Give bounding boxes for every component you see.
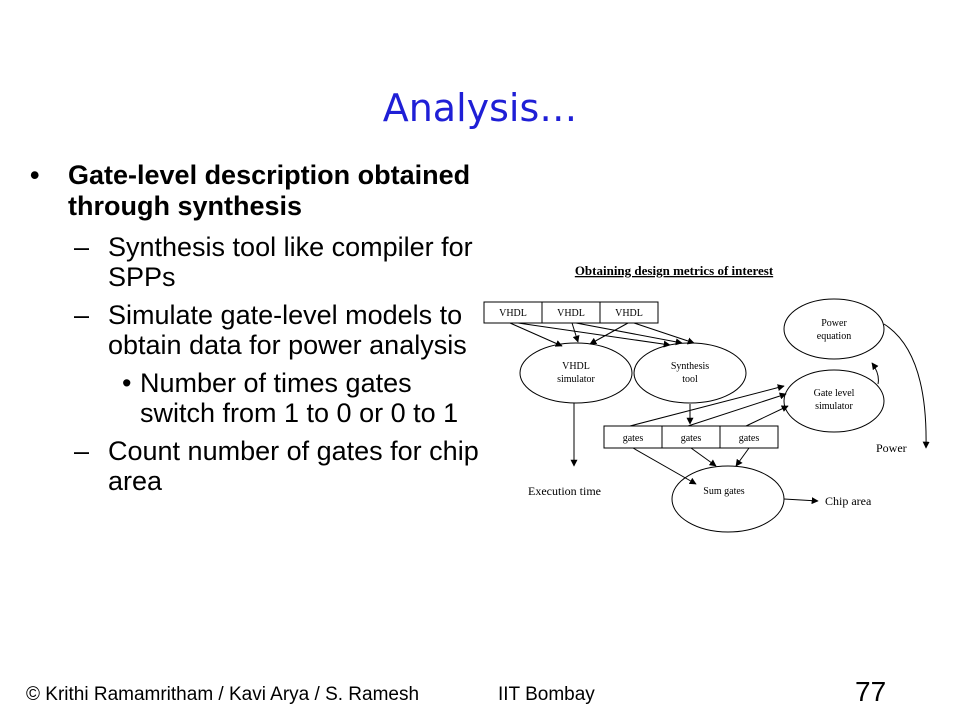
bullet-marker: – xyxy=(74,300,90,330)
design-metrics-diagram: Obtaining design metrics of interest VHD… xyxy=(483,263,930,533)
svg-text:Sum gates: Sum gates xyxy=(703,486,744,497)
svg-text:simulator: simulator xyxy=(815,401,853,412)
chip-area-label: Chip area xyxy=(825,494,872,508)
bullet-marker: • xyxy=(30,160,40,190)
power-label: Power xyxy=(876,441,907,455)
svg-text:Synthesis: Synthesis xyxy=(671,361,709,372)
synthesis-tool-node: Synthesis tool xyxy=(633,342,747,404)
svg-text:tool: tool xyxy=(682,374,698,385)
footer-copyright: © Krithi Ramamritham / Kavi Arya / S. Ra… xyxy=(26,684,420,705)
gate-level-simulator-node: Gate level simulator xyxy=(783,369,885,433)
page-number: 77 xyxy=(855,676,887,707)
footer-institution: IIT Bombay xyxy=(498,684,595,705)
svg-text:equation: equation xyxy=(817,331,851,342)
bullet-item: – Count number of gates for chip area xyxy=(30,436,480,496)
diagram-arrows xyxy=(509,322,930,505)
bullet-item: – Simulate gate-level models to obtain d… xyxy=(30,300,480,360)
svg-text:VHDL: VHDL xyxy=(557,308,585,319)
svg-text:VHDL: VHDL xyxy=(562,361,590,372)
bullet-marker: • xyxy=(122,368,132,398)
bullet-text: Count number of gates for chip area xyxy=(108,436,479,496)
vhdl-box: VHDL xyxy=(599,301,659,324)
bullet-text: Synthesis tool like compiler for SPPs xyxy=(108,232,473,292)
svg-text:gates: gates xyxy=(681,433,702,444)
bullet-marker: – xyxy=(74,232,90,262)
vhdl-box: VHDL xyxy=(541,301,601,324)
bullet-item: – Synthesis tool like compiler for SPPs xyxy=(30,232,480,292)
bullet-text: Number of times gates switch from 1 to 0… xyxy=(140,368,459,428)
slide-title: Analysis… xyxy=(382,86,578,130)
sum-gates-node: Sum gates xyxy=(671,465,785,533)
diagram-title: Obtaining design metrics of interest xyxy=(575,263,774,278)
bullet-item: • Gate-level description obtained throug… xyxy=(30,160,480,222)
bullet-item: • Number of times gates switch from 1 to… xyxy=(30,368,480,428)
svg-text:Gate level: Gate level xyxy=(814,388,855,399)
gates-box: gates xyxy=(603,425,663,449)
bullet-text: Simulate gate-level models to obtain dat… xyxy=(108,300,467,360)
svg-text:VHDL: VHDL xyxy=(615,308,643,319)
svg-text:gates: gates xyxy=(739,433,760,444)
svg-text:gates: gates xyxy=(623,433,644,444)
vhdl-simulator-node: VHDL simulator xyxy=(519,342,633,404)
svg-text:Power: Power xyxy=(821,318,847,329)
svg-text:simulator: simulator xyxy=(557,374,595,385)
svg-text:VHDL: VHDL xyxy=(499,308,527,319)
power-equation-node: Power equation xyxy=(783,298,885,360)
execution-time-label: Execution time xyxy=(528,484,601,498)
bullet-marker: – xyxy=(74,436,90,466)
gates-box: gates xyxy=(719,425,779,449)
bullet-list: • Gate-level description obtained throug… xyxy=(30,160,480,504)
bullet-text: Gate-level description obtained through … xyxy=(68,160,471,221)
vhdl-box: VHDL xyxy=(483,301,543,324)
gates-box: gates xyxy=(661,425,721,449)
